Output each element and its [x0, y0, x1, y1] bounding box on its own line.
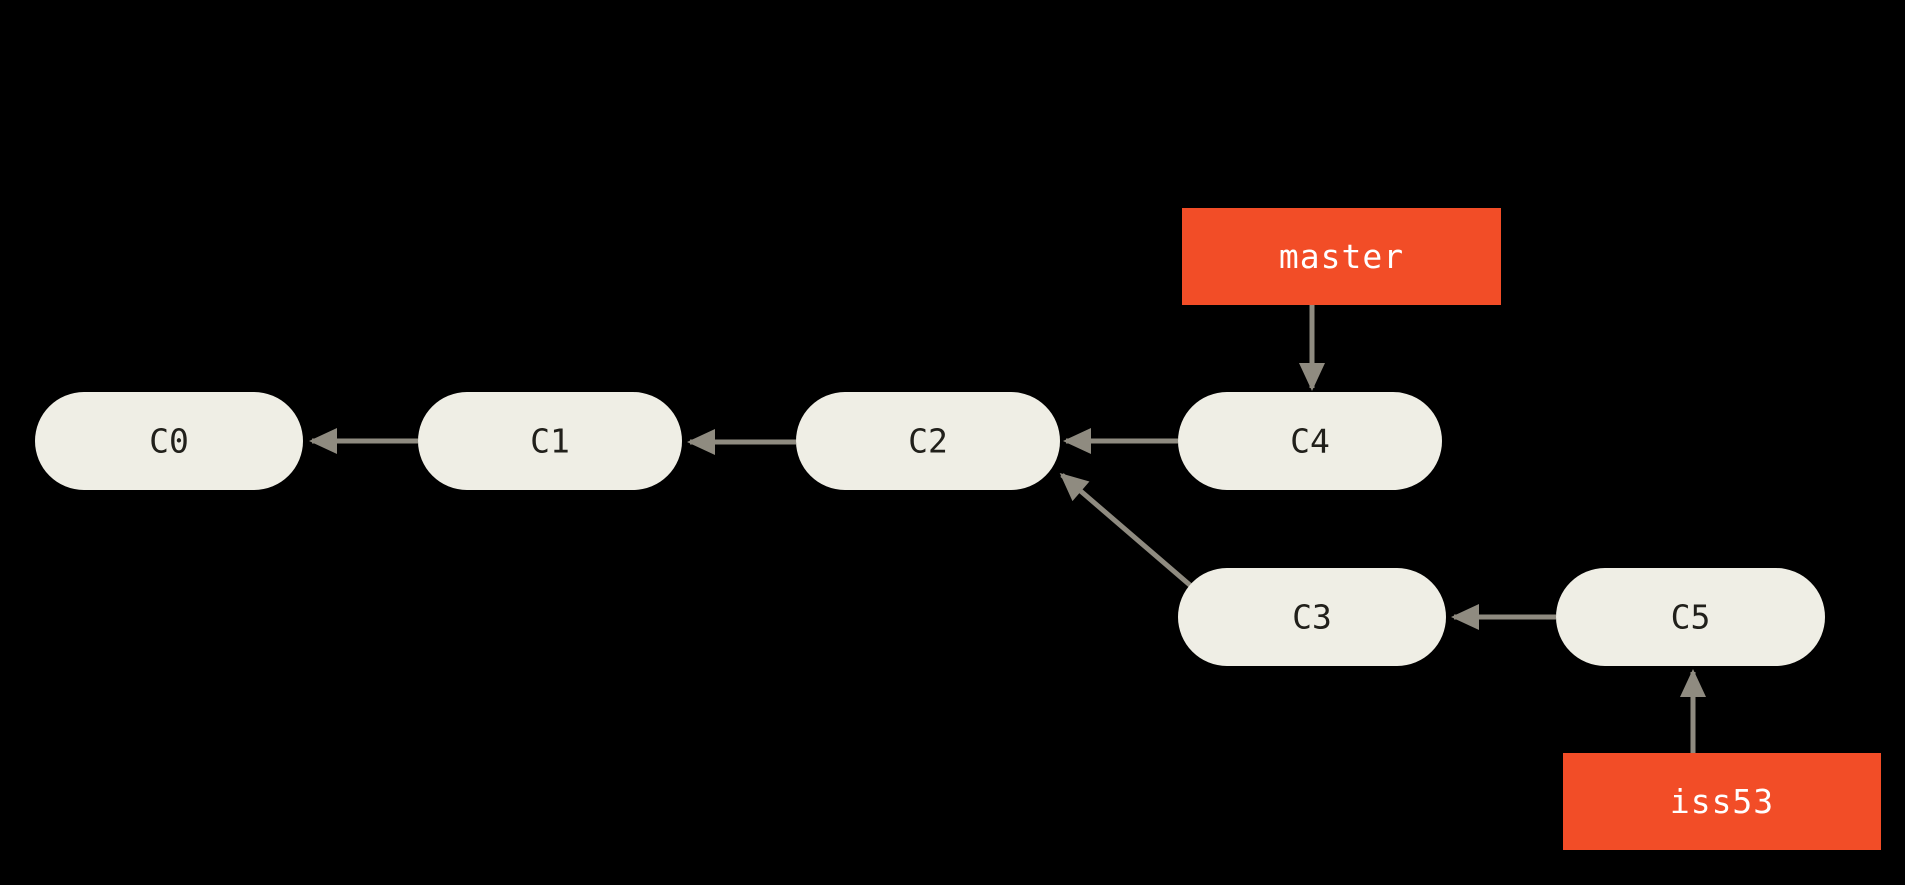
branch-name-master: master: [1279, 237, 1404, 276]
commit-pill-C3: [1178, 568, 1446, 666]
commit-pill-C0: [35, 392, 303, 490]
commit-node-C3: C3: [1178, 568, 1446, 666]
commit-node-C5: C5: [1556, 568, 1825, 666]
commit-node-C0: C0: [35, 392, 303, 490]
commit-pill-C5: [1556, 568, 1825, 666]
commit-pill-C4: [1178, 392, 1442, 490]
commit-label-C4: C4: [1290, 422, 1330, 461]
commit-label-C1: C1: [530, 422, 570, 461]
commit-node-C2: C2: [796, 392, 1060, 490]
commit-node-C1: C1: [418, 392, 682, 490]
commit-label-C0: C0: [149, 422, 189, 461]
commit-pill-C2: [796, 392, 1060, 490]
commit-node-C4: C4: [1178, 392, 1442, 490]
branch-label-iss53: iss53: [1563, 753, 1881, 850]
edge-C3-to-C2: [1059, 473, 1200, 594]
commit-label-C3: C3: [1292, 598, 1332, 637]
branch-name-iss53: iss53: [1670, 782, 1774, 821]
branch-label-master: master: [1182, 208, 1501, 305]
branch-box-master: [1182, 208, 1501, 305]
commit-label-C5: C5: [1671, 598, 1711, 637]
commit-pill-C1: [418, 392, 682, 490]
branch-box-iss53: [1563, 753, 1881, 850]
commit-label-C2: C2: [908, 422, 948, 461]
